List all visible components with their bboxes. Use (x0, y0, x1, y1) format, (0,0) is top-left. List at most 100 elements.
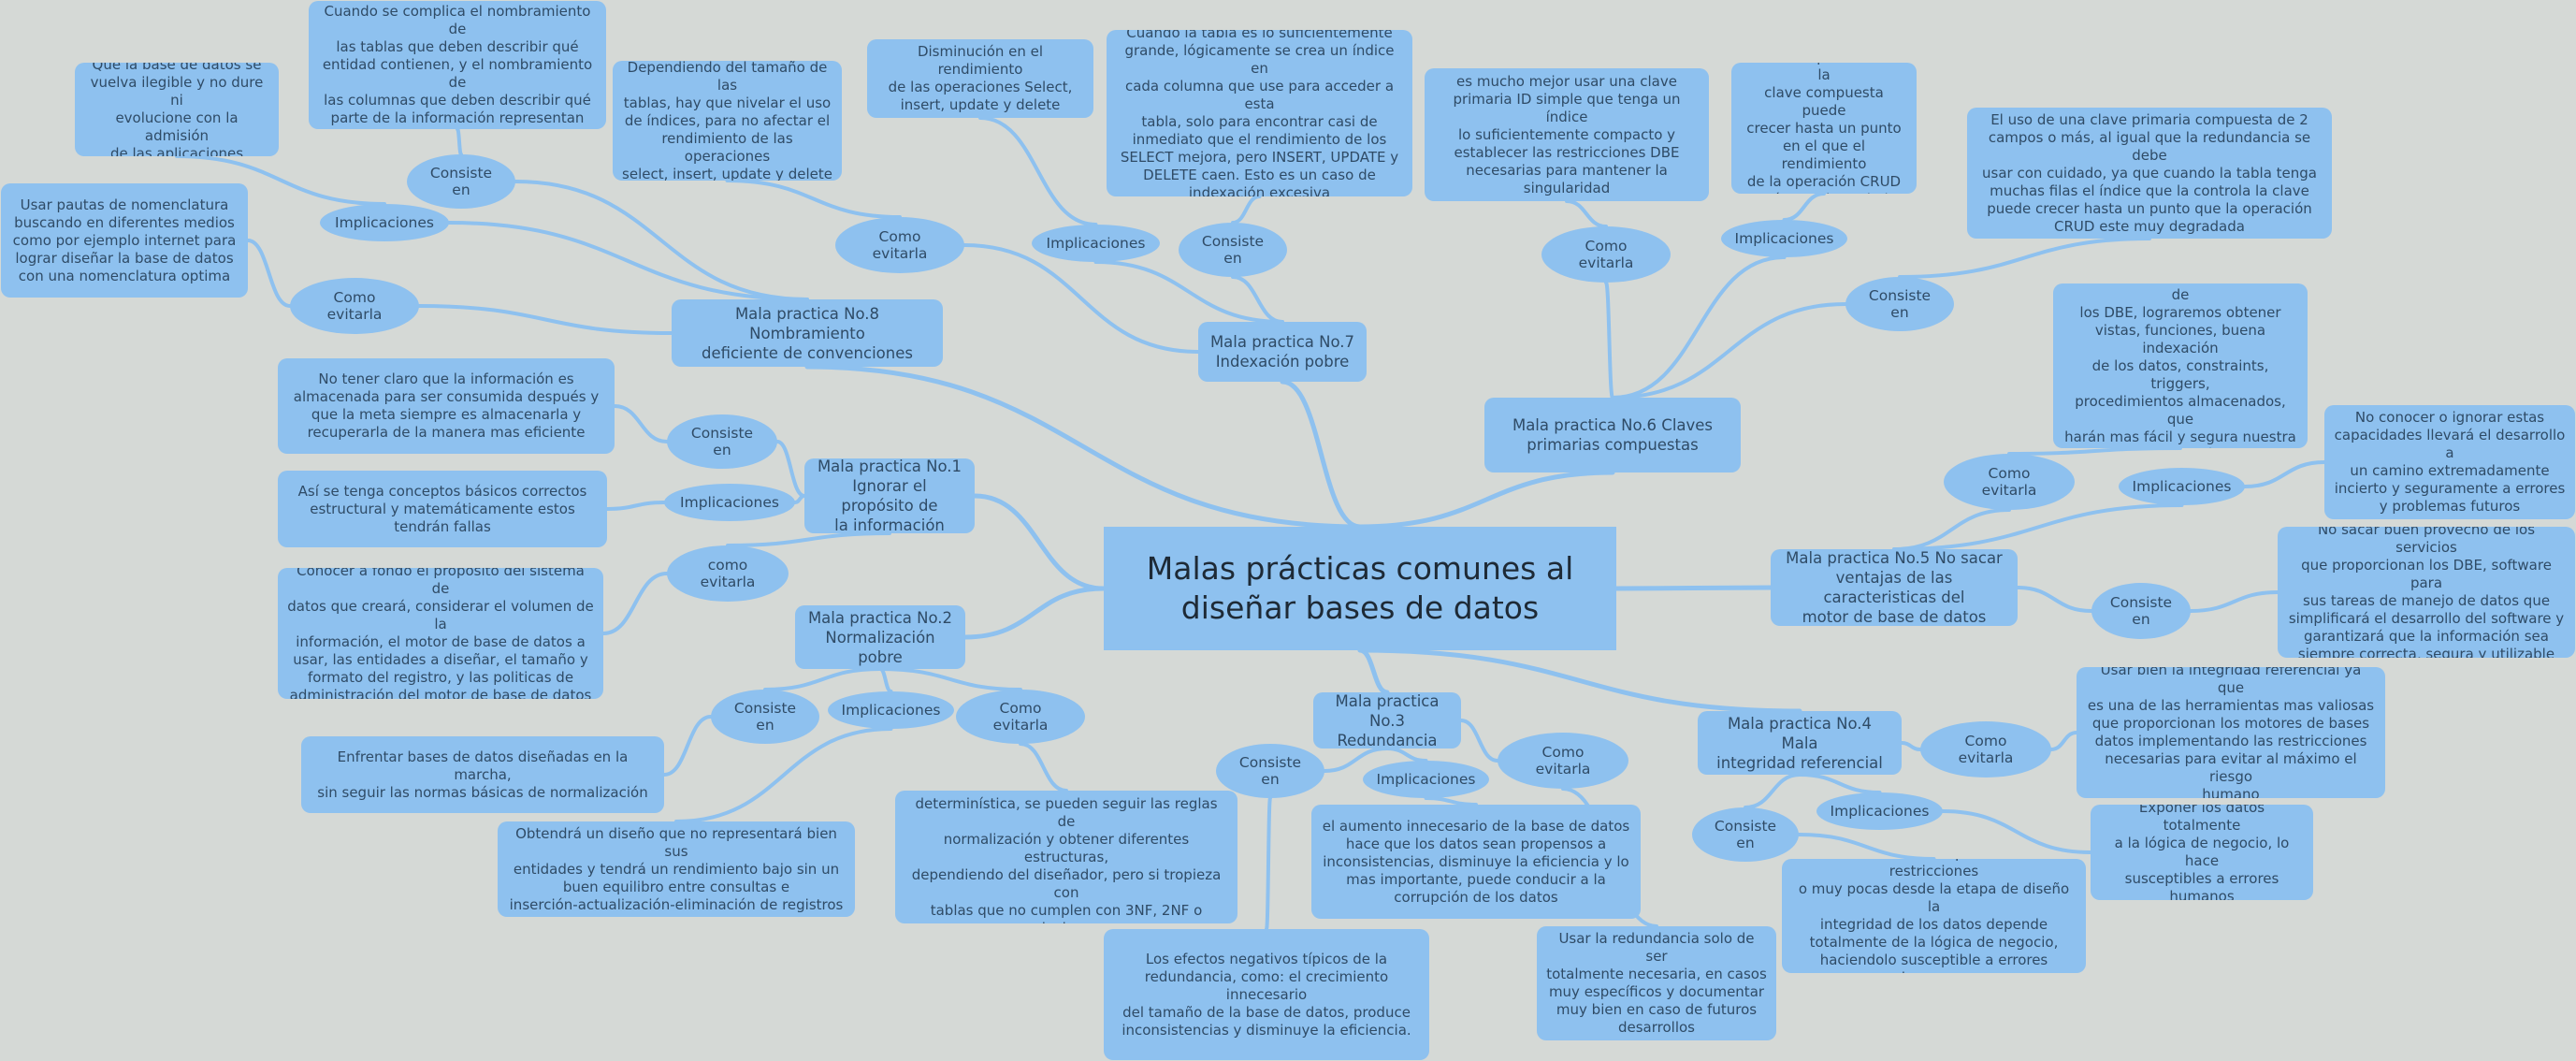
connector-practice-1-node-to-practice-1-implicaciones-label (793, 494, 806, 504)
practice-4-evitar-label: Como evitarla (1920, 721, 2051, 778)
connector-practice-5-consiste-label-to-practice-5-consiste-text (2189, 590, 2279, 613)
connector-practice-2-consiste-label-to-practice-2-consiste-text (662, 715, 713, 777)
connector-practice-7-node-to-practice-7-implicaciones-label (1093, 260, 1284, 324)
connector-practice-8-implicaciones-label-to-practice-8-implicaciones-text (175, 154, 386, 206)
practice-6-node: Mala practica No.6 Claves primarias comp… (1484, 398, 1741, 472)
practice-1-evitar-text: Conocer a fondo el propósito del sistema… (278, 568, 603, 699)
practice-5-evitar-text: Usando bien las características de los D… (2053, 283, 2308, 448)
connector-central-topic-to-practice-3-node (1357, 647, 1390, 695)
practice-1-implicaciones-text: Así se tenga conceptos básicos correctos… (278, 471, 607, 547)
practice-4-consiste-text: Cuando no se implementan restricciones o… (1782, 859, 2086, 973)
practice-1-evitar-label: como evitarla (667, 545, 789, 602)
practice-7-implicaciones-text: Disminución en el rendimiento de las ope… (867, 39, 1093, 118)
connector-practice-8-node-to-practice-8-implicaciones-label (447, 221, 809, 301)
practice-3-evitar-label: Como evitarla (1498, 733, 1628, 789)
connector-practice-2-node-to-practice-2-implicaciones-label (878, 667, 893, 693)
practice-7-evitar-text: Dependiendo del tamaño de las tablas, ha… (613, 61, 842, 181)
practice-4-consiste-label: Consiste en (1692, 807, 1799, 862)
practice-7-implicaciones-label: Implicaciones (1032, 225, 1160, 262)
practice-5-consiste-label: Consiste en (2091, 583, 2191, 639)
connector-practice-7-evitar-label-to-practice-7-evitar-text (725, 179, 902, 219)
practice-8-node: Mala practica No.8 Nombramiento deficien… (672, 299, 943, 367)
connector-practice-6-node-to-practice-6-implicaciones-label (1611, 255, 1787, 400)
connector-practice-8-evitar-label-to-practice-8-evitar-text (246, 239, 292, 308)
connector-central-topic-to-practice-4-node (1357, 647, 1802, 714)
practice-5-evitar-label: Como evitarla (1944, 454, 2075, 510)
connector-practice-6-consiste-label-to-practice-6-consiste-text (1898, 237, 2151, 279)
central-topic: Malas prácticas comunes al diseñar bases… (1104, 527, 1616, 650)
practice-6-implicaciones-label: Implicaciones (1721, 220, 1847, 257)
connector-central-topic-to-practice-2-node (962, 586, 1107, 640)
practice-7-node: Mala practica No.7 Indexación pobre (1198, 322, 1367, 382)
connector-central-topic-to-practice-6-node (1357, 470, 1615, 530)
practice-8-evitar-text: Usar pautas de nomenclatura buscando en … (1, 183, 248, 298)
practice-5-implicaciones-label: Implicaciones (2119, 468, 2245, 505)
practice-1-consiste-text: No tener claro que la información es alm… (278, 358, 615, 454)
connector-practice-2-node-to-practice-2-consiste-label (763, 667, 882, 691)
connector-practice-5-node-to-practice-5-evitar-label (1892, 508, 2011, 551)
connector-practice-1-node-to-practice-1-consiste-label (775, 440, 806, 498)
practice-5-node: Mala practica No.5 No sacar ventajas de … (1771, 549, 2018, 626)
practice-2-evitar-text: El diseño de una base de datos no es una… (895, 791, 1237, 923)
connector-practice-1-node-to-practice-1-evitar-label (726, 531, 891, 547)
practice-8-evitar-label: Como evitarla (290, 278, 419, 334)
connector-practice-8-node-to-practice-8-consiste-label (514, 180, 809, 301)
connector-central-topic-to-practice-7-node (1280, 379, 1363, 530)
connector-practice-4-node-to-practice-4-implicaciones-label (1798, 773, 1882, 794)
connector-practice-2-evitar-label-to-practice-2-evitar-text (1019, 742, 1068, 792)
connector-practice-4-node-to-practice-4-evitar-label (1900, 741, 1922, 751)
connector-practice-2-node-to-practice-2-evitar-label (878, 667, 1022, 691)
practice-4-implicaciones-text: Exponer los datos totalmente a la lógica… (2091, 805, 2313, 900)
practice-3-consiste-label: Consiste en (1216, 744, 1324, 798)
practice-8-consiste-text: Cuando se complica el nombramiento de la… (309, 1, 606, 129)
practice-3-implicaciones-label: Implicaciones (1363, 761, 1489, 798)
practice-3-node: Mala practica No.3 Redundancia (1313, 692, 1461, 749)
connector-central-topic-to-practice-1-node (972, 493, 1107, 591)
practice-7-evitar-label: Como evitarla (835, 217, 964, 273)
practice-8-consiste-label: Consiste en (407, 154, 515, 209)
connector-practice-7-implicaciones-label-to-practice-7-implicaciones-text (978, 116, 1098, 226)
practice-3-implicaciones-text: el aumento innecesario de la base de dat… (1311, 805, 1641, 919)
connector-practice-7-node-to-practice-7-evitar-label (962, 243, 1200, 354)
connector-practice-3-consiste-label-to-practice-3-consiste-text (1265, 796, 1272, 931)
practice-6-implicaciones-text: el índice que controla la clave compuest… (1731, 63, 1917, 194)
connector-practice-8-node-to-practice-8-evitar-label (417, 304, 673, 335)
connector-central-topic-to-practice-8-node (804, 364, 1363, 530)
connector-practice-3-node-to-practice-3-implicaciones-label (1385, 747, 1428, 763)
practice-4-implicaciones-label: Implicaciones (1816, 792, 1943, 830)
practice-6-consiste-text: El uso de una clave primaria compuesta d… (1967, 108, 2332, 239)
connector-practice-5-node-to-practice-5-consiste-label (2016, 586, 2093, 613)
connector-practice-8-consiste-label-to-practice-8-consiste-text (456, 127, 463, 156)
practice-6-consiste-label: Consiste en (1845, 277, 1954, 331)
practice-3-consiste-text: Los efectos negativos típicos de la redu… (1104, 929, 1429, 1060)
practice-2-node: Mala practica No.2 Normalización pobre (795, 605, 965, 669)
practice-1-implicaciones-label: Implicaciones (664, 484, 795, 521)
practice-2-evitar-label: Como evitarla (956, 690, 1085, 744)
connector-practice-5-implicaciones-label-to-practice-5-implicaciones-text (2243, 460, 2326, 488)
connector-central-topic-to-practice-5-node (1614, 585, 1773, 591)
practice-3-evitar-text: Usar la redundancia solo de ser totalmen… (1537, 926, 1776, 1040)
connector-practice-1-consiste-label-to-practice-1-consiste-text (613, 404, 669, 443)
practice-8-implicaciones-text: Que la base de datos se vuelva ilegible … (75, 63, 279, 156)
connector-practice-6-implicaciones-label-to-practice-6-implicaciones-text (1782, 192, 1826, 222)
connector-practice-2-implicaciones-label-to-practice-2-implicaciones-text (674, 727, 893, 823)
connector-practice-4-node-to-practice-4-consiste-label (1744, 773, 1802, 809)
connector-practice-5-evitar-label-to-practice-5-evitar-text (2007, 446, 2182, 456)
practice-4-evitar-text: Usar bien la integridad referencial ya q… (2077, 667, 2385, 798)
practice-1-node: Mala practica No.1 Ignorar el propósito … (804, 458, 975, 533)
connector-practice-3-implicaciones-label-to-practice-3-implicaciones-text (1424, 796, 1478, 807)
connector-practice-6-node-to-practice-6-consiste-label (1611, 302, 1847, 400)
connector-practice-7-consiste-label-to-practice-7-consiste-text (1231, 195, 1262, 225)
connector-practice-4-implicaciones-label-to-practice-4-implicaciones-text (1941, 809, 2092, 854)
connector-practice-4-evitar-label-to-practice-4-evitar-text (2049, 731, 2078, 751)
practice-7-consiste-label: Consiste en (1179, 223, 1287, 277)
practice-7-consiste-text: Cuando la tabla es lo suficientemente gr… (1107, 30, 1412, 196)
practice-2-implicaciones-label: Implicaciones (828, 691, 954, 729)
connector-practice-5-node-to-practice-5-implicaciones-label (1892, 503, 2184, 551)
practice-2-consiste-text: Enfrentar bases de datos diseñadas en la… (301, 736, 664, 813)
connector-practice-6-evitar-label-to-practice-6-evitar-text (1565, 199, 1608, 228)
practice-6-evitar-text: es mucho mejor usar una clave primaria I… (1425, 68, 1709, 201)
practice-1-consiste-label: Consiste en (667, 414, 777, 469)
